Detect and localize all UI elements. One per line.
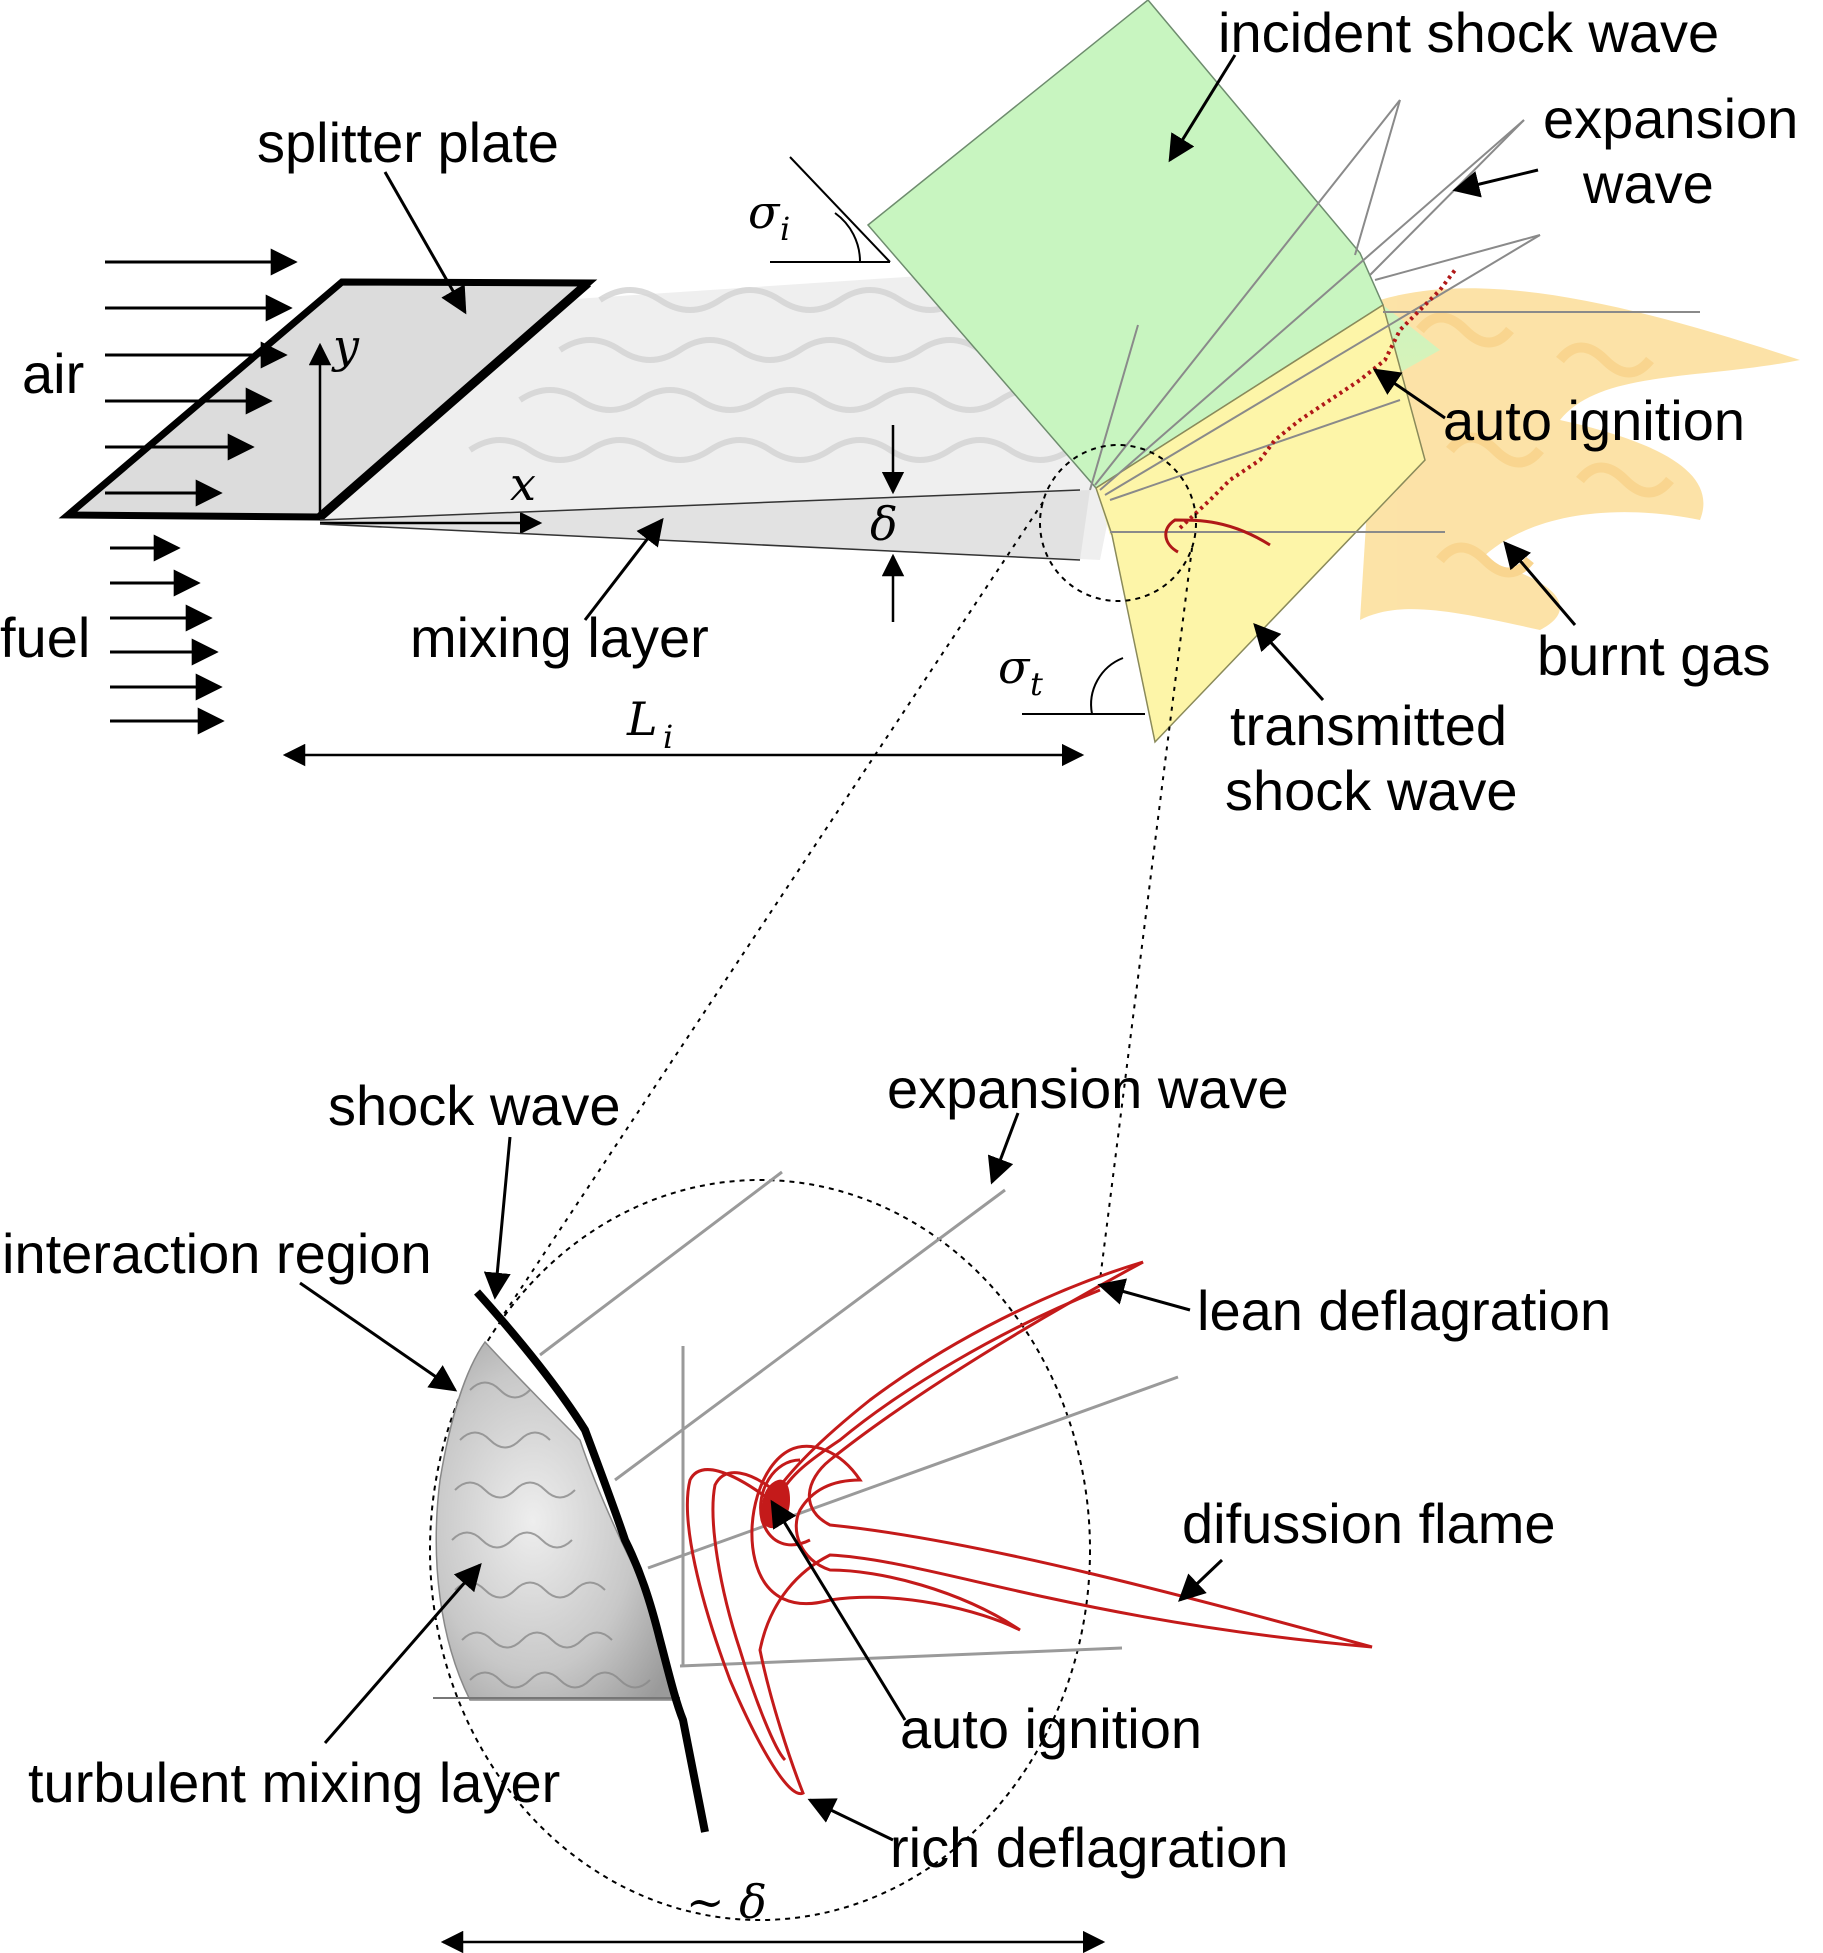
- symbol-x: x: [510, 457, 536, 511]
- interaction-region-circle-top: [1039, 444, 1197, 602]
- label-difussion-flame: difussion flame: [1182, 1492, 1556, 1555]
- expansion-fan-zoom: [539, 1170, 1179, 1668]
- symbol-approx-delta: ~ δ: [686, 1875, 767, 1929]
- label-air: air: [22, 342, 84, 405]
- label-transmitted-line1: transmitted: [1230, 694, 1507, 757]
- sigma-i-angle: [770, 156, 891, 263]
- label-burnt-gas: burnt gas: [1537, 624, 1771, 687]
- bottom-annotation-arrows: [299, 1112, 1224, 1842]
- symbol-delta-top: δ: [870, 497, 898, 551]
- air-arrows: [105, 248, 298, 507]
- symbol-sigma-t: σ: [998, 640, 1031, 694]
- zoom-line-left: [499, 501, 1044, 1321]
- turbulent-swirls: [451, 1381, 651, 1689]
- symbol-sigma-i-subscript: i: [780, 210, 790, 248]
- symbol-sigma-i: σ: [748, 185, 781, 239]
- label-rich-deflagration: rich deflagration: [890, 1816, 1288, 1879]
- flame-hook-top: [1164, 518, 1271, 554]
- zoom-line-right: [1099, 547, 1193, 1281]
- label-transmitted-line2: shock wave: [1225, 759, 1518, 822]
- label-auto-ignition-bottom: auto ignition: [900, 1697, 1202, 1760]
- label-splitter-plate: splitter plate: [257, 111, 559, 174]
- label-turbulent-mixing-layer: turbulent mixing layer: [28, 1751, 560, 1814]
- plate-trailing-edge: [317, 279, 591, 521]
- top-annotation-arrows: [383, 54, 1577, 702]
- symbol-L-subscript: i: [663, 718, 673, 756]
- label-fuel: fuel: [0, 606, 90, 669]
- transmitted-shock-region: [1095, 303, 1426, 744]
- mixing-layer-upper-edge: [319, 489, 1081, 521]
- symbol-L: L: [626, 692, 658, 746]
- label-lean-deflagration: lean deflagration: [1197, 1279, 1611, 1342]
- sigma-t-angle: [1022, 657, 1145, 715]
- mixing-layer-lower-edge: [319, 523, 1081, 561]
- label-mixing-layer: mixing layer: [410, 606, 709, 669]
- label-shock-wave: shock wave: [328, 1074, 621, 1137]
- label-incident-shock-wave: incident shock wave: [1218, 1, 1719, 64]
- label-auto-ignition-top: auto ignition: [1443, 389, 1745, 452]
- shock-wave-curve: [474, 1289, 709, 1833]
- symbol-sigma-t-subscript: t: [1030, 665, 1043, 703]
- incident-shock-region: [866, 0, 1384, 489]
- symbol-y: y: [331, 319, 360, 373]
- auto-ignition-front-top: [1178, 268, 1457, 530]
- label-expansion-line2: wave: [1582, 152, 1714, 215]
- fuel-arrows: [110, 534, 225, 735]
- label-expansion-line1: expansion: [1543, 87, 1798, 150]
- label-interaction-region: interaction region: [2, 1222, 432, 1285]
- interaction-region-circle-zoom: [429, 1179, 1091, 1921]
- label-expansion-wave-bottom: expansion wave: [887, 1057, 1289, 1120]
